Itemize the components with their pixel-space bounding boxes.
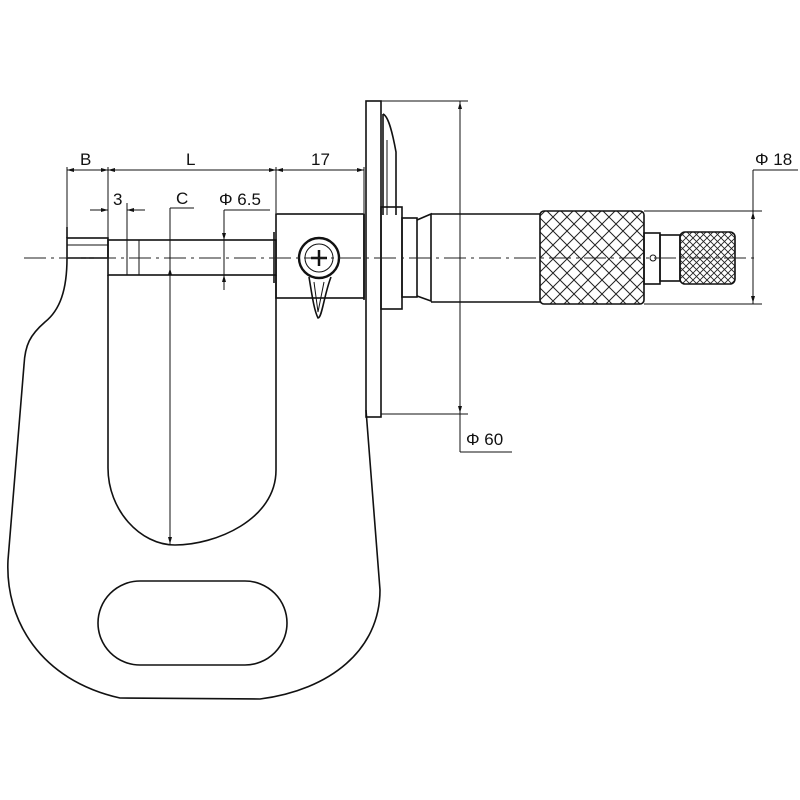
dimension-thimble-dia bbox=[644, 169, 798, 305]
dim-label-phi-6-5: Φ 6.5 bbox=[219, 190, 261, 209]
barrel bbox=[431, 213, 540, 303]
dimension-disc-dia bbox=[381, 100, 512, 453]
dimension-lines-top bbox=[66, 167, 365, 239]
dim-label-phi-18: Φ 18 bbox=[755, 150, 792, 169]
dial-disc bbox=[365, 100, 432, 418]
dim-label-3: 3 bbox=[113, 190, 122, 209]
anvil bbox=[66, 227, 109, 259]
dim-label-b: B bbox=[80, 150, 91, 169]
dimension-anvil-3 bbox=[90, 203, 145, 240]
dim-label-phi-60: Φ 60 bbox=[466, 430, 503, 449]
dim-label-17: 17 bbox=[311, 150, 330, 169]
lock-housing bbox=[275, 213, 365, 300]
dim-label-l: L bbox=[186, 150, 195, 169]
frame-oval-cutout bbox=[97, 580, 288, 666]
dim-label-c: C bbox=[176, 189, 188, 208]
frame bbox=[7, 257, 381, 700]
dimension-throat-c bbox=[168, 207, 194, 545]
dimension-spindle-dia bbox=[222, 209, 270, 290]
spindle-lock-icon bbox=[297, 236, 341, 319]
